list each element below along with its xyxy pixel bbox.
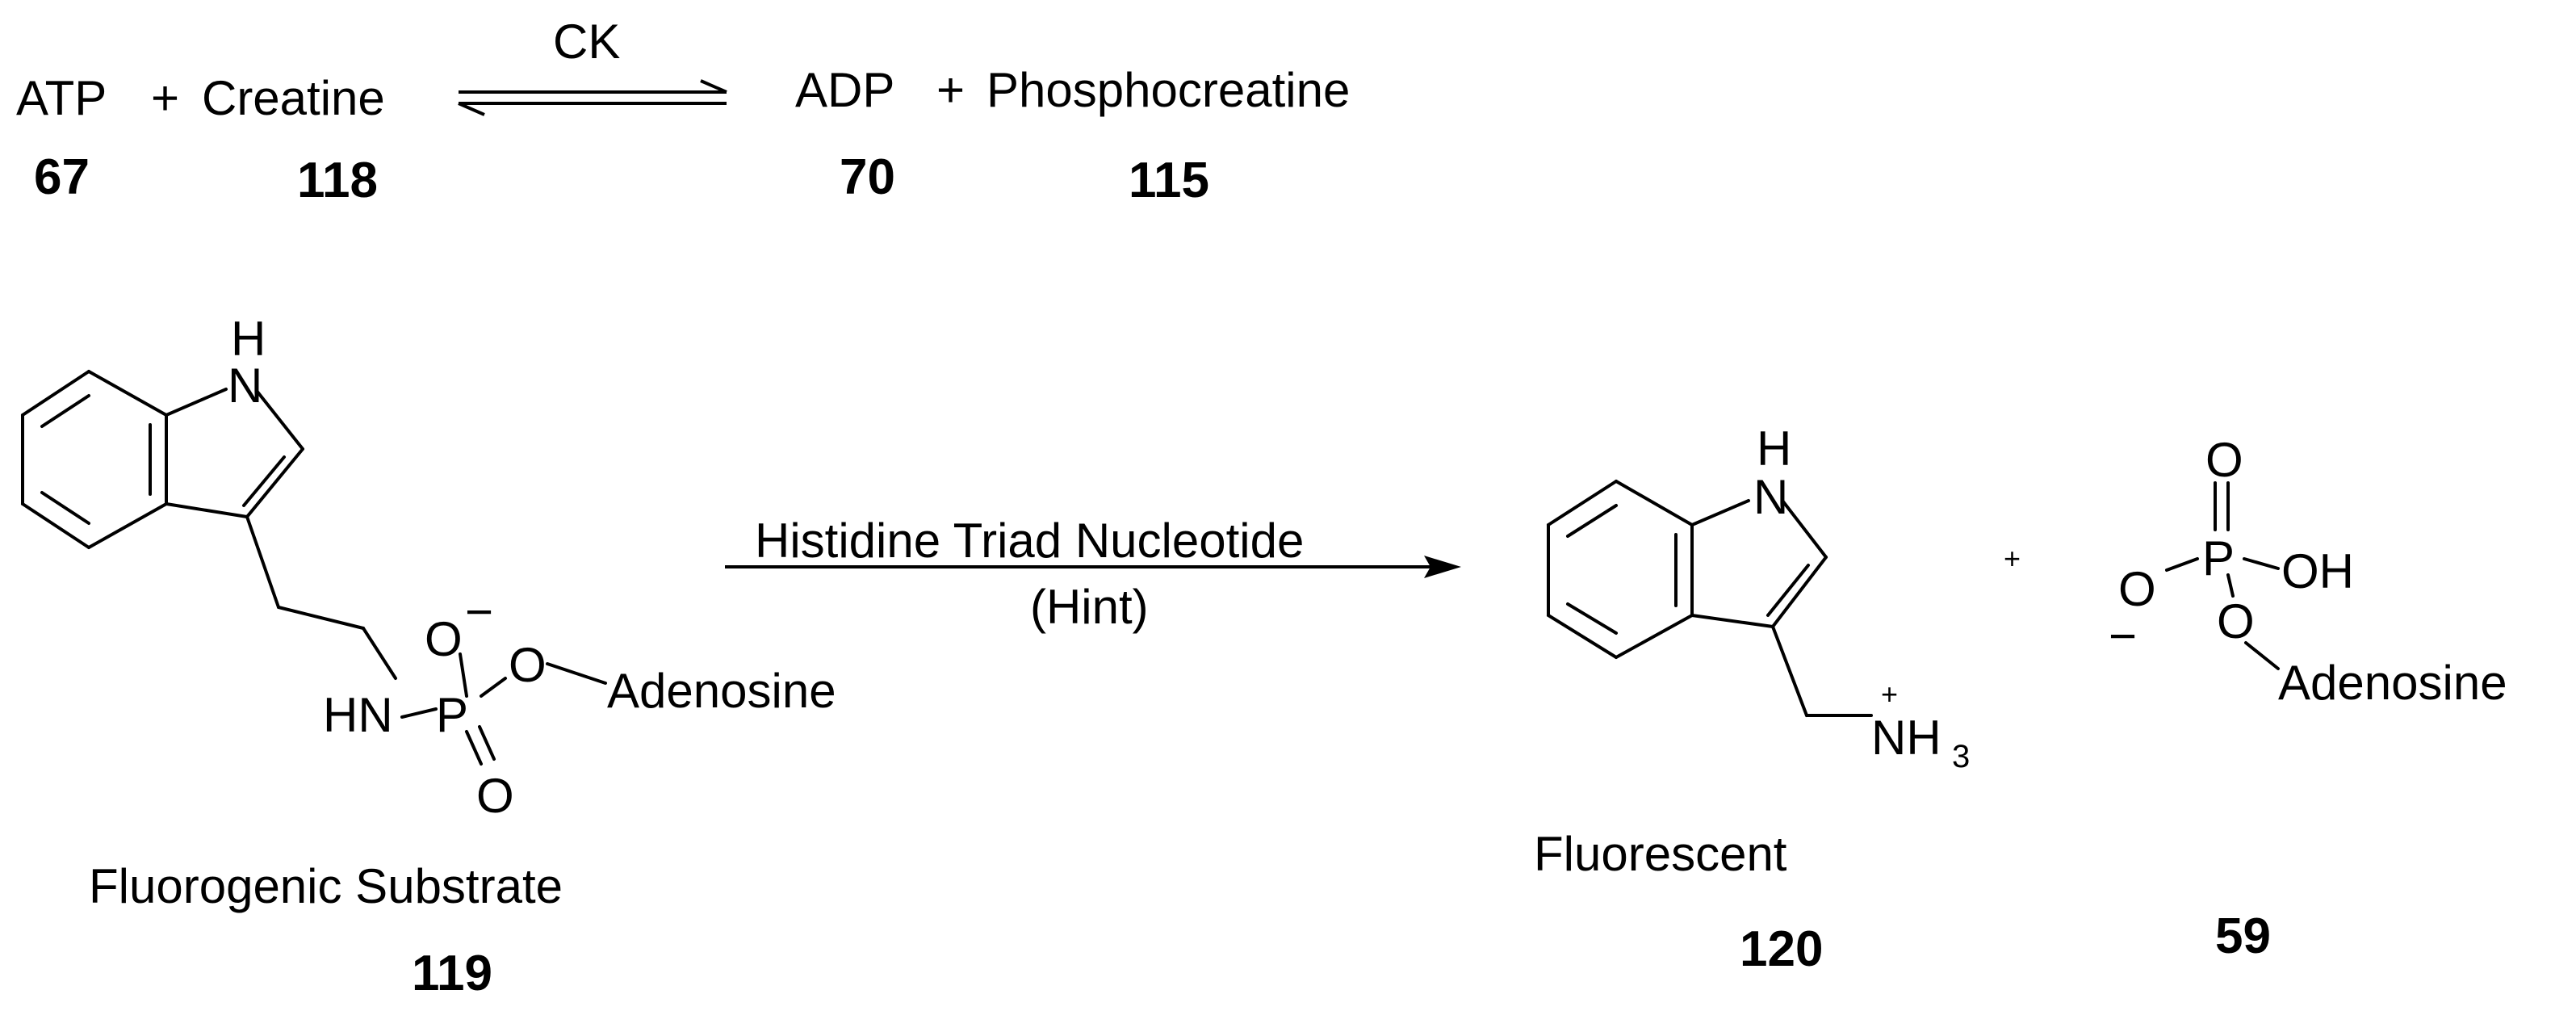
compound-number-70: 70 xyxy=(840,149,895,205)
adp-label: ADP xyxy=(795,63,894,117)
equilibrium-arrow xyxy=(458,79,727,116)
phosphate-bonds xyxy=(2165,481,2280,670)
plus-sign: + xyxy=(151,71,179,125)
fluorescent-label: Fluorescent xyxy=(1534,827,1787,881)
ck-enzyme-label: CK xyxy=(553,15,620,69)
atom-o: O xyxy=(509,638,547,692)
positive-charge: + xyxy=(1881,677,1898,711)
atom-oh: OH xyxy=(2281,544,2354,598)
indole-bonds xyxy=(1547,480,1873,717)
atom-hn: HN xyxy=(323,688,393,742)
compound-number-59: 59 xyxy=(2215,908,2271,964)
plus-sign: + xyxy=(2004,542,2021,575)
negative-charge: − xyxy=(465,585,493,639)
enzyme-label-line2: (Hint) xyxy=(1030,580,1149,634)
reaction-creatine-kinase: ATP + Creatine CK ADP + Phosphocreatine … xyxy=(16,15,1350,208)
fluorogenic-substrate-structure: H N HN P O − O O Adenosine Fluorogenic S… xyxy=(21,312,836,1001)
fluorogenic-substrate-label: Fluorogenic Substrate xyxy=(89,859,563,913)
phosphocreatine-label: Phosphocreatine xyxy=(986,63,1350,117)
atom-h: H xyxy=(1757,422,1791,476)
atp-label: ATP xyxy=(16,71,107,125)
compound-number-67: 67 xyxy=(34,149,90,205)
plus-sign: + xyxy=(936,63,965,117)
atom-o: O xyxy=(2118,562,2156,616)
compound-number-120: 120 xyxy=(1740,921,1823,977)
atom-o: O xyxy=(2205,433,2243,487)
atom-n: N xyxy=(228,359,262,413)
atom-p: P xyxy=(436,688,468,742)
compound-number-115: 115 xyxy=(1129,153,1209,208)
compound-number-118: 118 xyxy=(297,153,378,208)
fluorescent-product-structure: H N NH 3 + Fluorescent 120 xyxy=(1534,422,1970,977)
compound-number-119: 119 xyxy=(412,946,492,1001)
enzyme-label-line1: Histidine Triad Nucleotide xyxy=(755,514,1304,568)
amp-structure: O P O − OH O Adenosine 59 xyxy=(2109,433,2507,964)
ammonium-nh: NH xyxy=(1871,711,1941,765)
hint-reaction-arrow: Histidine Triad Nucleotide (Hint) xyxy=(725,514,1461,634)
atom-p: P xyxy=(2202,531,2235,585)
creatine-label: Creatine xyxy=(202,71,385,125)
indole-bonds xyxy=(21,370,607,766)
adenosine-label: Adenosine xyxy=(607,664,836,718)
atom-h: H xyxy=(231,312,266,366)
negative-charge: − xyxy=(2109,609,2137,663)
atom-o: O xyxy=(476,769,514,823)
subscript-three: 3 xyxy=(1952,739,1970,774)
atom-o: O xyxy=(425,612,463,666)
adenosine-label: Adenosine xyxy=(2278,656,2507,710)
atom-o: O xyxy=(2217,594,2255,648)
atom-n: N xyxy=(1753,470,1788,524)
